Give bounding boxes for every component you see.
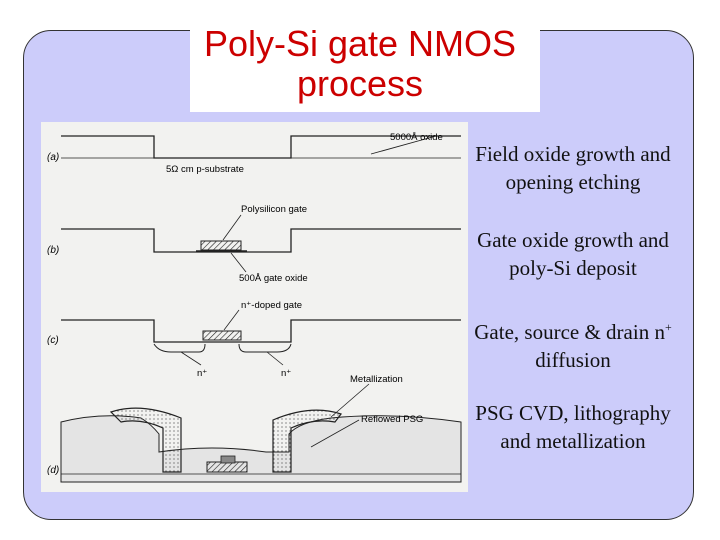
psg-leader (310, 419, 360, 448)
gate-contact-d (220, 455, 236, 464)
label-substrate: 5Ω cm p-substrate (166, 164, 244, 175)
field-oxide-profile-c (61, 319, 461, 343)
step-3-main: Gate, source & drain n (474, 320, 665, 344)
metallization-leader (330, 383, 370, 418)
n-plus-region-right (238, 343, 292, 353)
doped-gate-leader (223, 309, 240, 331)
gate-d (206, 461, 248, 473)
reflowed-psg-layer (60, 415, 462, 483)
step-3-text: Gate, source & drain n+ diffusion (468, 313, 678, 374)
title-line-1: Poly-Si gate NMOS (203, 23, 517, 64)
label-field-oxide: 5000Å oxide (390, 132, 443, 143)
label-metallization: Metallization (350, 374, 403, 385)
n-plus-left-leader (180, 351, 202, 366)
metal-contact-right (272, 409, 342, 473)
label-reflowed-psg: Reflowed PSG (361, 414, 423, 425)
oxide-leader (370, 135, 437, 155)
label-n-plus-left: n⁺ (197, 368, 207, 379)
label-gate-oxide: 500Å gate oxide (239, 273, 308, 284)
label-n-plus-right: n⁺ (281, 368, 291, 379)
n-plus-region-left (153, 343, 206, 353)
panel-label-d: (d) (47, 465, 59, 476)
label-poly-gate: Polysilicon gate (241, 204, 307, 215)
process-figure: (a) 5000Å oxide 5Ω cm p-substrate (b) Po… (41, 122, 468, 492)
slide-title: Poly-Si gate NMOS process (0, 24, 720, 104)
poly-gate-leader (222, 214, 242, 241)
label-doped-gate: n⁺-doped gate (241, 300, 302, 311)
field-oxide-profile-b (61, 228, 461, 253)
metal-contact-left (109, 407, 182, 473)
n-plus-right-leader (266, 351, 284, 366)
step-4-text: PSG CVD, lithography and metallization (475, 401, 671, 453)
step-3-superscript: + (664, 320, 672, 334)
panel-label-b: (b) (47, 245, 59, 256)
title-backdrop (190, 26, 540, 112)
process-cross-sections: (a) 5000Å oxide 5Ω cm p-substrate (b) Po… (47, 132, 462, 483)
step-3-tail: diffusion (535, 348, 611, 372)
step-2-text: Gate oxide growth and poly-Si deposit (477, 228, 669, 280)
title-line-2: process (296, 63, 424, 104)
doped-gate-c (202, 330, 242, 341)
gate-oxide-leader (230, 252, 247, 273)
poly-gate-b (200, 240, 242, 251)
panel-label-a: (a) (47, 152, 59, 163)
step-1-text: Field oxide growth and opening etching (475, 142, 671, 194)
panel-label-c: (c) (47, 335, 59, 346)
